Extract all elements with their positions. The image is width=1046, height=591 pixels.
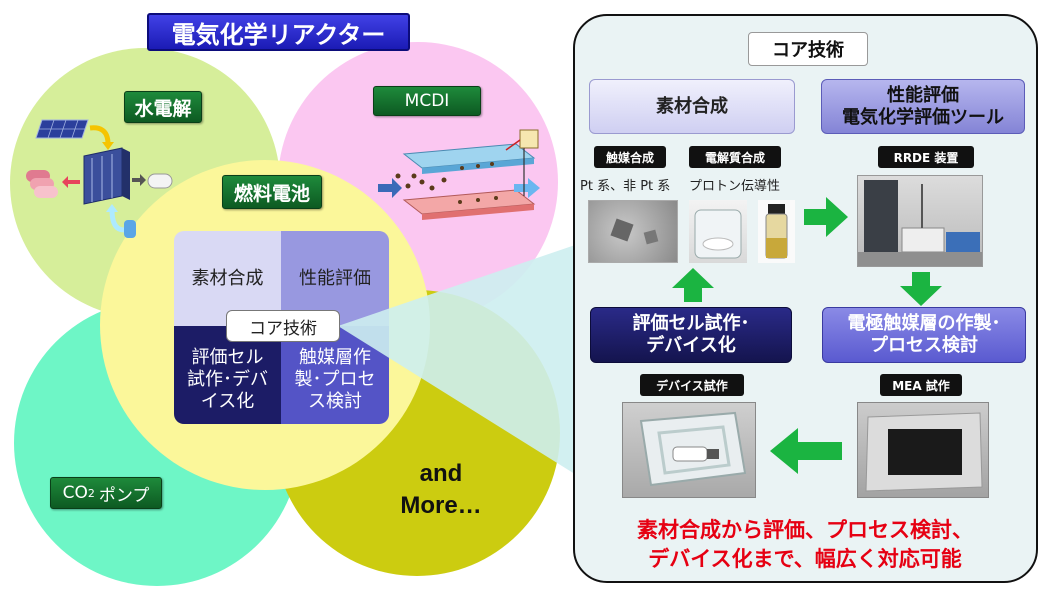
arrow-down-icon — [900, 272, 942, 306]
co2-pump-label-pre: CO — [62, 483, 88, 503]
quadrant-catalyst-process: 触媒層作 製･プロセ ス検討 — [281, 326, 389, 424]
water-electrolysis-illustration — [26, 119, 173, 238]
rrde-apparatus-photo — [857, 175, 983, 267]
mea-prototype-tag: MEA 試作 — [880, 374, 962, 396]
gas-cylinder-icon — [26, 170, 58, 198]
rrde-tag: RRDE 装置 — [878, 146, 974, 168]
co2-pump-label-sub: 2 — [87, 486, 95, 500]
electrode-process-box: 電極触媒層の作製･ プロセス検討 — [822, 307, 1026, 363]
device-prototype-photo — [622, 402, 756, 498]
electrolyte-membrane-photo — [689, 200, 747, 263]
water-return-arrow-icon — [109, 209, 125, 233]
callout-wedge — [338, 244, 578, 476]
electrolyte-caption: プロトン伝導性 — [689, 179, 781, 194]
and-more-line-1: and — [419, 460, 463, 487]
panel-footer: 素材合成から評価、プロセス検討、 デバイス化まで、幅広く対応可能 — [585, 516, 1025, 574]
and-more-label: and More… — [396, 458, 486, 522]
electrolyte-synthesis-tag: 電解質合成 — [689, 146, 781, 168]
page-title: 電気化学リアクター — [147, 13, 410, 51]
and-more-line-2: More… — [400, 492, 482, 519]
oxygen-cylinder-icon — [147, 173, 173, 189]
solar-panel-icon — [35, 119, 89, 139]
footer-line-2: デバイス化まで、幅広く対応可能 — [648, 547, 962, 571]
cell-device-box: 評価セル試作･ デバイス化 — [590, 307, 792, 363]
ion-particles — [395, 162, 498, 204]
mea-prototype-photo — [857, 402, 989, 498]
material-synthesis-box: 素材合成 — [589, 79, 795, 134]
inflow-arrow-icon — [378, 178, 402, 198]
quadrant-cell-device: 評価セル 試作･デバ イス化 — [174, 326, 281, 424]
arrow-right-icon — [804, 197, 848, 237]
co2-pump-label-post: ポンプ — [98, 485, 150, 506]
core-tech-center-label: コア技術 — [226, 310, 340, 342]
arrow-up-icon — [672, 268, 714, 302]
catalyst-tem-photo — [588, 200, 678, 263]
water-electrolysis-label: 水電解 — [124, 91, 202, 123]
footer-line-1: 素材合成から評価、プロセス検討、 — [637, 518, 973, 542]
device-prototype-tag: デバイス試作 — [640, 374, 744, 396]
electrolyte-vial-photo — [758, 200, 795, 263]
catalyst-synthesis-tag: 触媒合成 — [594, 146, 666, 168]
fuel-cell-label: 燃料電池 — [222, 175, 322, 209]
performance-eval-box: 性能評価 電気化学評価ツール — [821, 79, 1025, 134]
mcdi-label: MCDI — [373, 86, 481, 116]
water-tank-icon — [124, 220, 136, 238]
power-arrow-icon — [89, 125, 111, 145]
panel-title: コア技術 — [748, 32, 868, 66]
mcdi-illustration — [378, 129, 540, 220]
arrow-left-icon — [770, 428, 842, 474]
power-supply-icon — [519, 129, 539, 149]
outflow-arrow-icon — [514, 178, 540, 198]
catalyst-caption: Pt 系、非 Pt 系 — [580, 179, 671, 194]
electrolyzer-stack-icon — [83, 147, 130, 205]
